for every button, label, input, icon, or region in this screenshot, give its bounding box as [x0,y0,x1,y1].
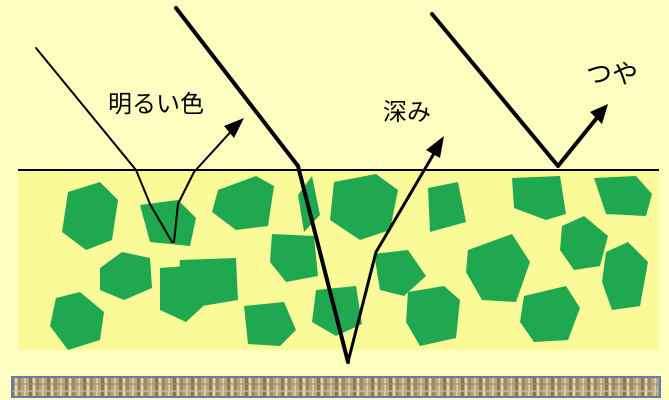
incident-ray-gloss [432,14,558,166]
label-depth: 深み [383,100,431,124]
light-ray-gloss [432,14,600,166]
label-gloss: つや [586,62,638,88]
substrate [12,377,660,397]
label-bright-color: 明るい色 [108,92,204,116]
reflected-ray-gloss [558,114,600,166]
arrowhead-icon [426,136,444,158]
